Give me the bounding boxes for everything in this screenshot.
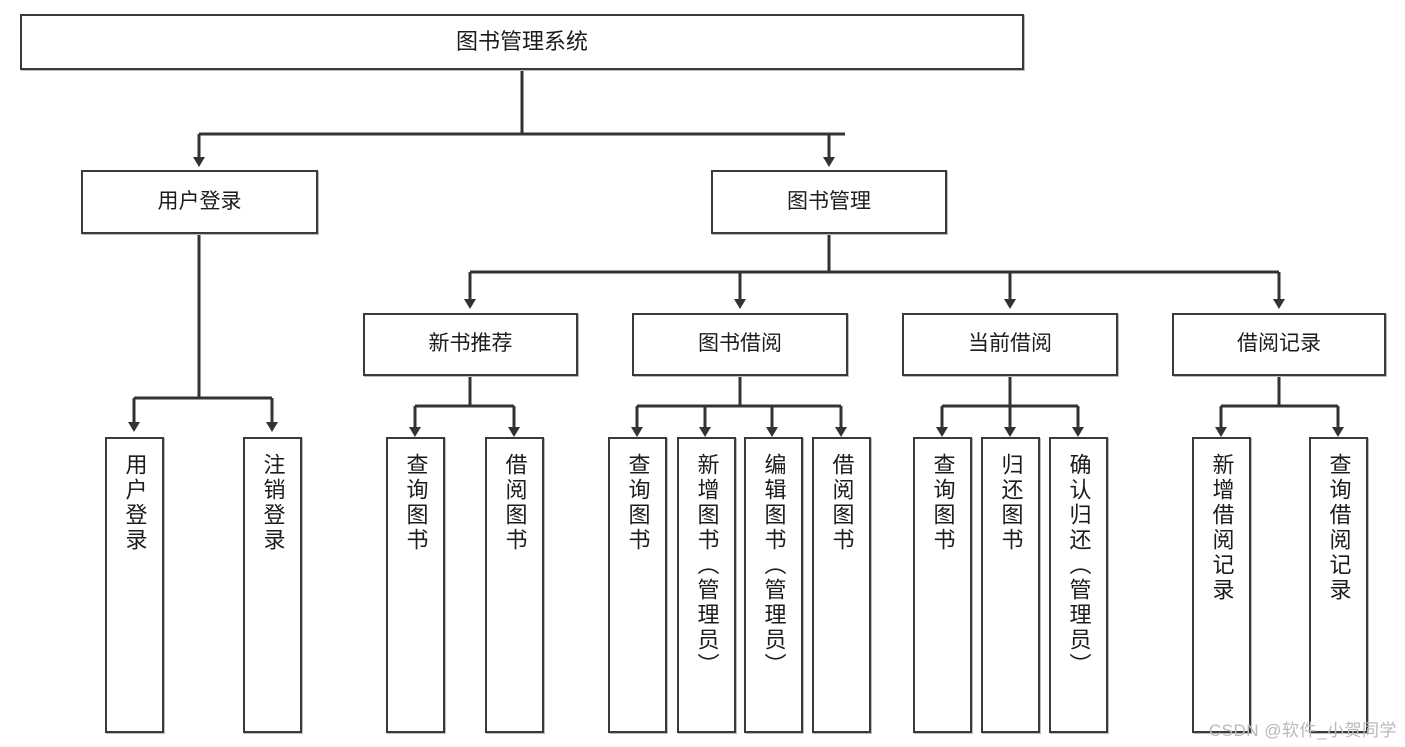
node-borrow-record[interactable]: 借阅记录 (1172, 313, 1386, 376)
leaf-confirm-return[interactable]: 确认归还（管理员） (1049, 437, 1108, 733)
node-label: 当前借阅 (968, 332, 1052, 356)
node-root-system[interactable]: 图书管理系统 (20, 14, 1024, 70)
node-label: 新增图书（管理员） (694, 453, 720, 678)
leaf-borrow-book[interactable]: 借阅图书 (812, 437, 871, 733)
leaf-edit-book[interactable]: 编辑图书（管理员） (744, 437, 803, 733)
leaf-add-borrow-record[interactable]: 新增借阅记录 (1192, 437, 1251, 733)
node-book-borrow[interactable]: 图书借阅 (632, 313, 848, 376)
node-label: 确认归还（管理员） (1066, 453, 1092, 678)
node-new-book-recommend[interactable]: 新书推荐 (363, 313, 578, 376)
node-book-management[interactable]: 图书管理 (711, 170, 947, 234)
node-current-borrow[interactable]: 当前借阅 (902, 313, 1118, 376)
node-label: 图书管理系统 (455, 29, 588, 55)
leaf-borrow-book-recommend[interactable]: 借阅图书 (485, 437, 544, 733)
leaf-add-book[interactable]: 新增图书（管理员） (677, 437, 736, 733)
leaf-query-book-recommend[interactable]: 查询图书 (386, 437, 445, 733)
node-label: 借阅图书 (502, 453, 528, 553)
leaf-query-book-borrow[interactable]: 查询图书 (608, 437, 667, 733)
leaf-return-book[interactable]: 归还图书 (981, 437, 1040, 733)
node-user-login[interactable]: 用户登录 (81, 170, 318, 234)
node-label: 用户登录 (157, 189, 242, 213)
node-label: 借阅记录 (1237, 332, 1321, 356)
node-label: 用户登录 (122, 453, 148, 553)
node-label: 借阅图书 (829, 453, 855, 553)
node-label: 查询借阅记录 (1326, 453, 1352, 603)
csdn-watermark: CSDN @软件_小贺同学 (1208, 721, 1397, 740)
node-label: 归还图书 (998, 453, 1024, 553)
leaf-user-login[interactable]: 用户登录 (105, 437, 164, 733)
node-label: 编辑图书（管理员） (761, 453, 787, 678)
node-label: 图书管理 (787, 189, 871, 213)
leaf-query-borrow-record[interactable]: 查询借阅记录 (1309, 437, 1368, 733)
node-label: 新增借阅记录 (1209, 453, 1235, 603)
node-label: 图书借阅 (698, 332, 782, 356)
leaf-logout-login[interactable]: 注销登录 (243, 437, 302, 733)
leaf-query-book-current[interactable]: 查询图书 (913, 437, 972, 733)
node-label: 查询图书 (930, 453, 956, 553)
node-label: 新书推荐 (428, 332, 513, 356)
node-label: 查询图书 (625, 453, 651, 553)
node-label: 注销登录 (260, 453, 286, 553)
node-label: 查询图书 (403, 453, 429, 553)
